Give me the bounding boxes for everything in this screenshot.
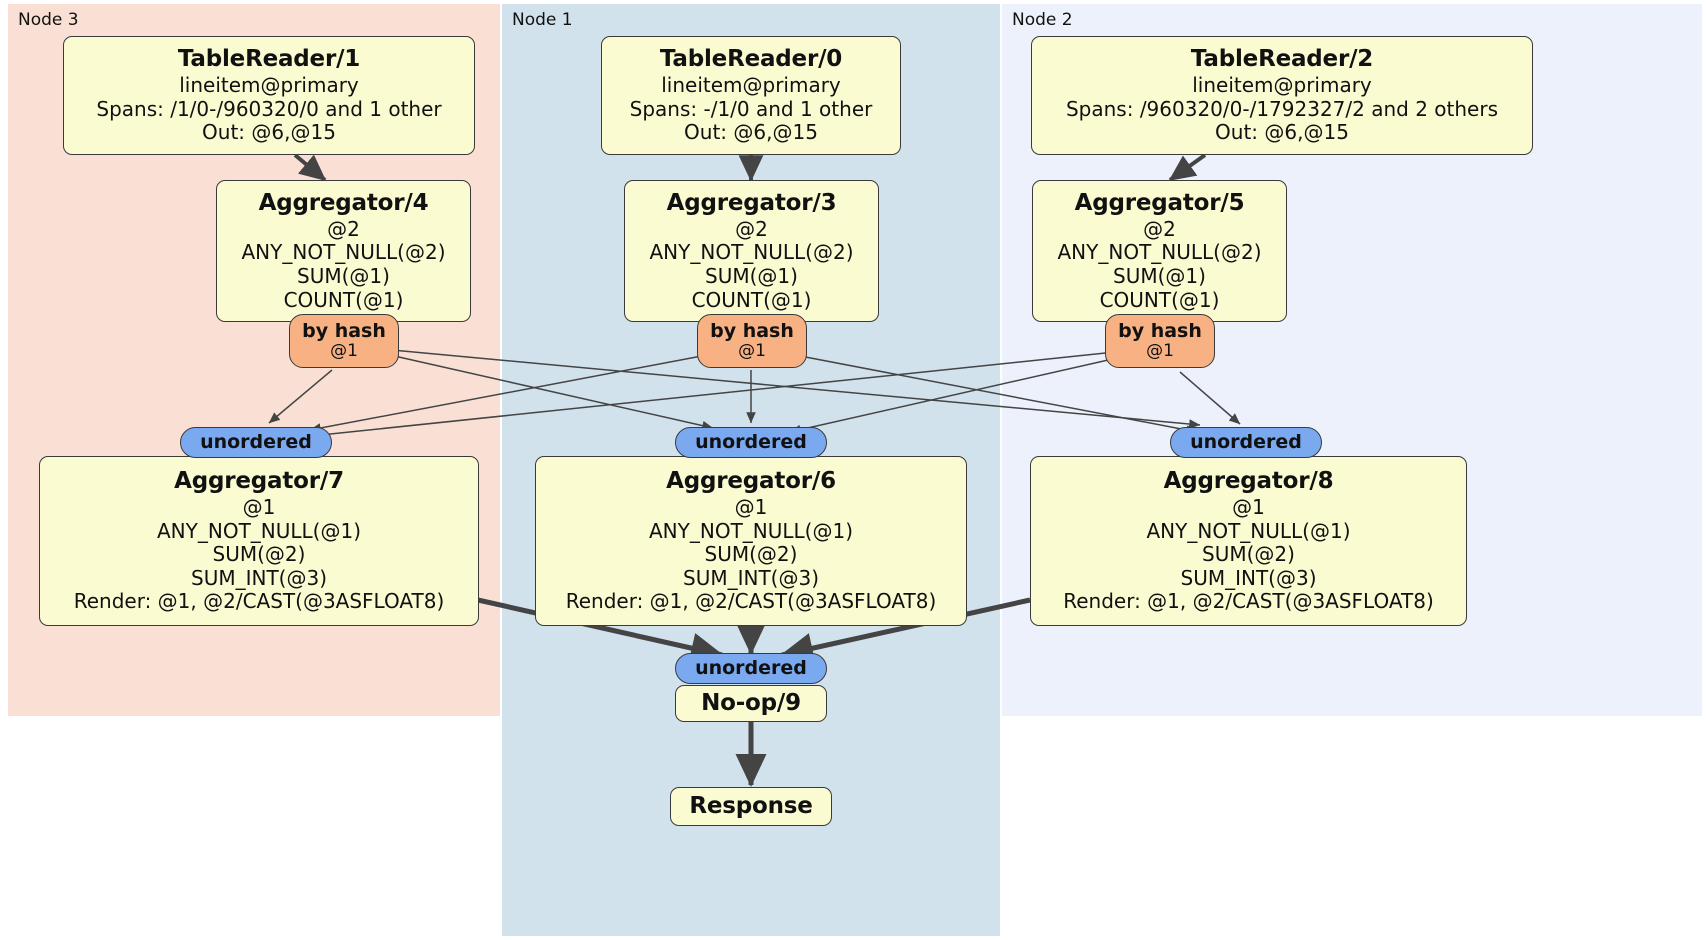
processor-line: COUNT(@1) bbox=[1099, 287, 1220, 312]
processor-box-tablereader-0[interactable]: TableReader/0 lineitem@primary Spans: -/… bbox=[601, 36, 901, 155]
processor-line: Out: @6,@15 bbox=[1215, 120, 1349, 145]
processor-line: @2 bbox=[1143, 216, 1176, 241]
receiver-unordered-final[interactable]: unordered bbox=[675, 653, 827, 684]
processor-line: ANY_NOT_NULL(@2) bbox=[241, 240, 446, 265]
receiver-unordered-mid[interactable]: unordered bbox=[675, 427, 827, 458]
receiver-unordered-left[interactable]: unordered bbox=[180, 427, 332, 458]
processor-box-tablereader-1[interactable]: TableReader/1 lineitem@primary Spans: /1… bbox=[63, 36, 475, 155]
processor-box-aggregator-3[interactable]: Aggregator/3 @2 ANY_NOT_NULL(@2) SUM(@1)… bbox=[624, 180, 879, 322]
processor-line: @2 bbox=[735, 216, 768, 241]
processor-title: Aggregator/5 bbox=[1074, 189, 1245, 216]
receiver-unordered-right[interactable]: unordered bbox=[1170, 427, 1322, 458]
processor-line: Spans: /1/0-/960320/0 and 1 other bbox=[96, 96, 442, 121]
node-label-node3: Node 3 bbox=[18, 10, 79, 30]
processor-title: TableReader/0 bbox=[659, 46, 843, 73]
router-sublabel: @1 bbox=[330, 341, 358, 362]
router-by-hash-mid[interactable]: by hash @1 bbox=[697, 314, 807, 368]
processor-line: @1 bbox=[242, 495, 276, 520]
processor-title: TableReader/1 bbox=[177, 46, 361, 73]
processor-title: Response bbox=[689, 792, 813, 819]
processor-box-aggregator-8[interactable]: Aggregator/8 @1 ANY_NOT_NULL(@1) SUM(@2)… bbox=[1030, 456, 1467, 626]
processor-title: No-op/9 bbox=[701, 689, 801, 716]
processor-line: SUM(@1) bbox=[297, 264, 390, 289]
processor-line: Out: @6,@15 bbox=[202, 120, 336, 145]
processor-line: Render: @1, @2/CAST(@3ASFLOAT8) bbox=[565, 589, 937, 614]
processor-box-aggregator-7[interactable]: Aggregator/7 @1 ANY_NOT_NULL(@1) SUM(@2)… bbox=[39, 456, 479, 626]
processor-line: Spans: -/1/0 and 1 other bbox=[629, 96, 873, 121]
processor-line: SUM_INT(@3) bbox=[191, 565, 327, 590]
processor-line: Out: @6,@15 bbox=[684, 120, 818, 145]
processor-box-response[interactable]: Response bbox=[670, 787, 832, 826]
processor-title: Aggregator/3 bbox=[666, 189, 837, 216]
router-label: by hash bbox=[302, 320, 386, 343]
router-by-hash-right[interactable]: by hash @1 bbox=[1105, 314, 1215, 368]
processor-line: SUM_INT(@3) bbox=[683, 565, 819, 590]
processor-line: @2 bbox=[327, 216, 360, 241]
processor-line: SUM(@2) bbox=[1202, 542, 1295, 567]
processor-line: ANY_NOT_NULL(@1) bbox=[649, 518, 853, 543]
router-label: by hash bbox=[710, 320, 794, 343]
processor-line: Render: @1, @2/CAST(@3ASFLOAT8) bbox=[1063, 589, 1434, 614]
processor-line: SUM(@2) bbox=[704, 542, 798, 567]
processor-line: ANY_NOT_NULL(@1) bbox=[157, 518, 361, 543]
node-label-node1: Node 1 bbox=[512, 10, 573, 30]
router-sublabel: @1 bbox=[738, 341, 766, 362]
processor-line: Spans: /960320/0-/1792327/2 and 2 others bbox=[1065, 96, 1498, 121]
processor-title: Aggregator/4 bbox=[258, 189, 429, 216]
router-sublabel: @1 bbox=[1146, 341, 1174, 362]
processor-line: SUM(@1) bbox=[705, 264, 798, 289]
processor-line: ANY_NOT_NULL(@2) bbox=[649, 240, 854, 265]
node-label-node2: Node 2 bbox=[1012, 10, 1073, 30]
processor-line: @1 bbox=[734, 495, 768, 520]
processor-line: lineitem@primary bbox=[1192, 73, 1372, 98]
processor-line: lineitem@primary bbox=[661, 73, 841, 98]
processor-line: COUNT(@1) bbox=[283, 287, 404, 312]
processor-box-aggregator-6[interactable]: Aggregator/6 @1 ANY_NOT_NULL(@1) SUM(@2)… bbox=[535, 456, 967, 626]
processor-line: SUM(@1) bbox=[1113, 264, 1206, 289]
processor-line: @1 bbox=[1232, 495, 1265, 520]
processor-line: lineitem@primary bbox=[179, 73, 359, 98]
processor-line: ANY_NOT_NULL(@2) bbox=[1057, 240, 1262, 265]
processor-line: SUM_INT(@3) bbox=[1180, 565, 1317, 590]
processor-box-aggregator-5[interactable]: Aggregator/5 @2 ANY_NOT_NULL(@2) SUM(@1)… bbox=[1032, 180, 1287, 322]
receiver-label: unordered bbox=[695, 431, 807, 454]
processor-title: Aggregator/6 bbox=[666, 467, 836, 494]
processor-line: Render: @1, @2/CAST(@3ASFLOAT8) bbox=[73, 589, 445, 614]
processor-title: Aggregator/8 bbox=[1163, 467, 1334, 494]
processor-title: TableReader/2 bbox=[1190, 46, 1374, 73]
processor-line: COUNT(@1) bbox=[691, 287, 812, 312]
receiver-label: unordered bbox=[695, 657, 807, 680]
processor-line: SUM(@2) bbox=[212, 542, 306, 567]
processor-line: ANY_NOT_NULL(@1) bbox=[1146, 518, 1351, 543]
router-label: by hash bbox=[1118, 320, 1202, 343]
processor-box-noop-9[interactable]: No-op/9 bbox=[675, 685, 827, 722]
router-by-hash-left[interactable]: by hash @1 bbox=[289, 314, 399, 368]
processor-title: Aggregator/7 bbox=[174, 467, 344, 494]
receiver-label: unordered bbox=[200, 431, 312, 454]
receiver-label: unordered bbox=[1190, 431, 1302, 454]
processor-box-tablereader-2[interactable]: TableReader/2 lineitem@primary Spans: /9… bbox=[1031, 36, 1533, 155]
processor-box-aggregator-4[interactable]: Aggregator/4 @2 ANY_NOT_NULL(@2) SUM(@1)… bbox=[216, 180, 471, 322]
